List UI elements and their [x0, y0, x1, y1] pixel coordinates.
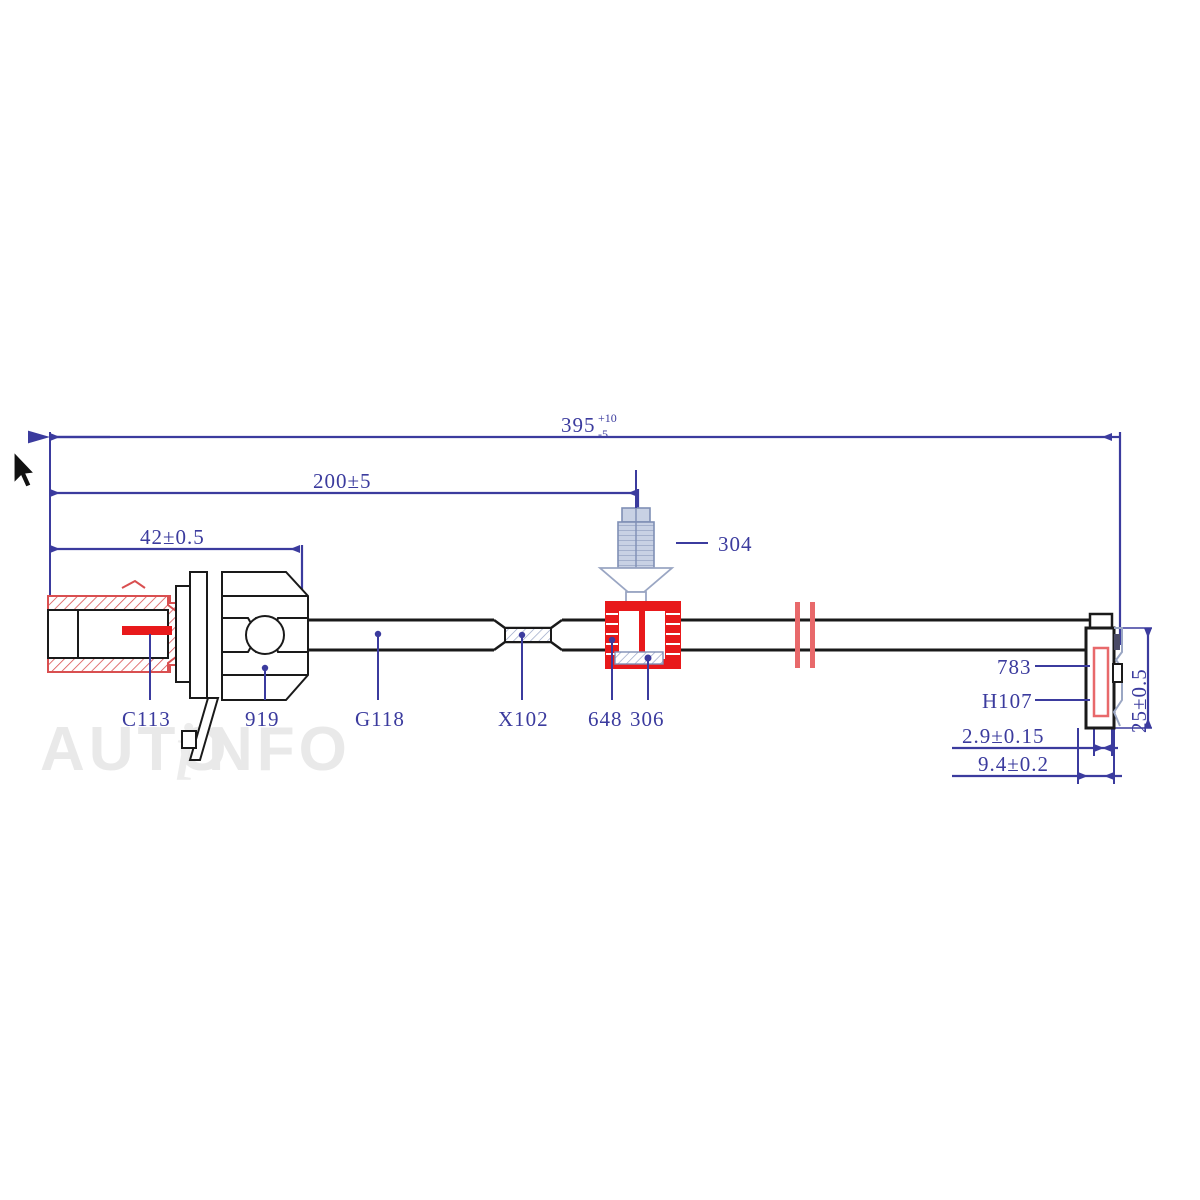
- arrow-29-right: [1094, 744, 1104, 752]
- dim-tol-upper-overall: +10: [598, 411, 617, 425]
- arrow-29-left2: [1102, 744, 1112, 752]
- dimension-labels: 395 +10 -5 200±5 42±0.5 25±0.5 2.9±0.15 …: [140, 411, 1151, 776]
- dim-label-clip-position: 200±5: [313, 469, 372, 493]
- connector-flange-inner: [175, 585, 191, 683]
- dim-label-tip-height: 25±0.5: [1127, 668, 1151, 733]
- connector-flange-outer: [189, 571, 208, 699]
- cable-assembly: [308, 602, 1090, 668]
- label-c113: C113: [122, 707, 171, 731]
- leader-dot-919: [261, 664, 269, 672]
- dim-label-tip-thickness: 2.9±0.15: [962, 724, 1045, 748]
- label-h107: H107: [982, 689, 1033, 713]
- hex-body-bore: [245, 615, 285, 655]
- arrow-42-left: [50, 545, 60, 553]
- label-x102: X102: [498, 707, 549, 731]
- callout-group: [149, 470, 1090, 701]
- cursor-arrow-shape: [13, 450, 36, 488]
- arrow-overall-right: [1102, 433, 1112, 441]
- arrow-94-right: [1078, 772, 1088, 780]
- label-648: 648: [588, 707, 623, 731]
- dim-tol-lower-overall: -5: [598, 427, 608, 441]
- cable-marker-band-1: [795, 602, 800, 668]
- splice-sleeve-x102: [504, 627, 552, 643]
- clip-base-pad: [614, 651, 664, 665]
- arrow-25-top: [1144, 628, 1152, 638]
- tip-contact-window: [1112, 663, 1123, 683]
- dim-label-tip-depth: 9.4±0.2: [978, 752, 1049, 776]
- leader-dot-g118: [374, 630, 382, 638]
- retaining-clip-assembly: [605, 601, 681, 669]
- callout-labels: C113 919 G118 X102 648 306 304 783 H107: [122, 532, 1033, 731]
- dim-label-overall-length: 395: [561, 413, 596, 437]
- label-919: 919: [245, 707, 280, 731]
- terminal-pin-c113: [122, 626, 172, 635]
- leader-dot-648: [608, 636, 616, 644]
- label-783: 783: [997, 655, 1032, 679]
- arrow-25-bottom: [1144, 718, 1152, 728]
- label-g118: G118: [355, 707, 405, 731]
- tip-element-783: [1092, 646, 1110, 718]
- tip-contact-upper: [1114, 634, 1120, 650]
- arrow-94-left: [1104, 772, 1114, 780]
- connector-latch: [121, 579, 146, 589]
- connector-housing: [47, 571, 208, 699]
- splice-lower-taper: [493, 640, 563, 652]
- watermark-text-italic: i: [172, 703, 196, 799]
- mounting-bracket-tab: [181, 730, 197, 749]
- leader-dot-306: [644, 654, 652, 662]
- label-304: 304: [718, 532, 753, 556]
- arrow-200-left: [50, 489, 60, 497]
- label-306: 306: [630, 707, 665, 731]
- dim-label-connector-length: 42±0.5: [140, 525, 205, 549]
- dimension-group: [28, 430, 1152, 784]
- stud-conical-washer: [597, 567, 675, 593]
- cable-marker-band-2: [810, 602, 815, 668]
- splice-upper-taper: [493, 618, 563, 630]
- mounting-stud-bolt: [597, 507, 675, 615]
- sensor-tip-assembly: [1084, 612, 1123, 730]
- leader-dot-x102: [518, 631, 526, 639]
- arrow-42-right: [290, 545, 300, 553]
- hex-grommet-body: [181, 571, 309, 761]
- tip-collar: [1088, 612, 1114, 630]
- mouse-pointer-icon: [13, 450, 36, 488]
- arrow-overall-left: [50, 433, 60, 441]
- watermark-text-right: NFO: [208, 715, 351, 784]
